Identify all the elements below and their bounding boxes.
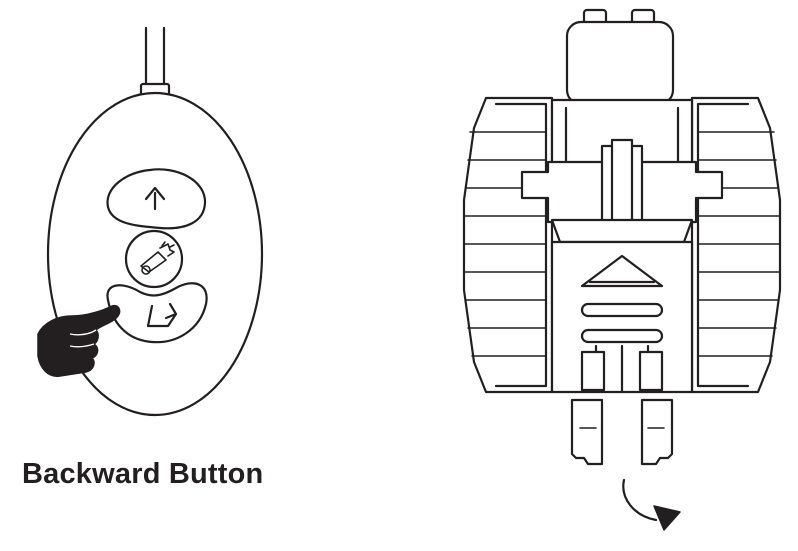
rear-prongs [570,398,674,466]
pointing-finger-icon [37,304,121,377]
remote-control [37,26,264,417]
triangle-arrow-icon [580,254,664,288]
cannon-icon [140,241,175,275]
left-track [462,96,554,394]
vent-slots [580,302,664,344]
fire-button[interactable] [124,229,184,289]
right-track [690,96,782,394]
rear-deck [580,254,664,394]
u-turn-arrow-icon [146,302,178,328]
up-arrow-icon [144,186,166,211]
right-track-treads [697,131,781,357]
caption-label: Backward Button [22,458,264,490]
vehicle-front-module [565,8,675,106]
curved-arrow-down-icon [622,478,681,531]
forward-button[interactable] [106,168,207,230]
backward-button[interactable] [106,282,208,344]
tank-vehicle [462,8,782,531]
rear-hatch [580,344,664,394]
remote-antenna [139,26,171,98]
